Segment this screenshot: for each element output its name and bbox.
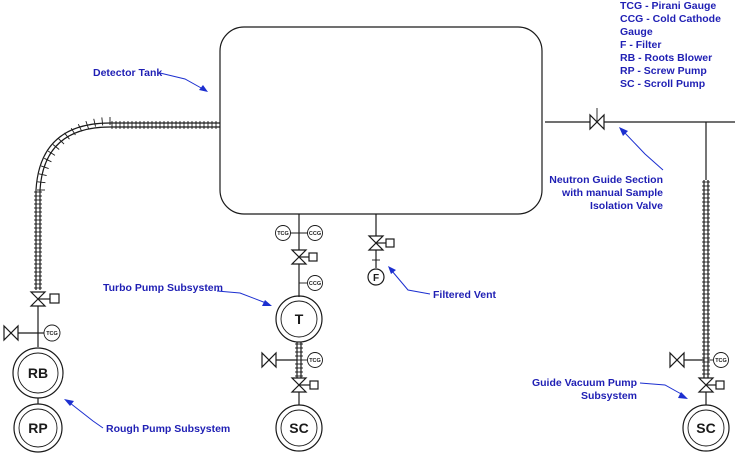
tcg-gauge-guide-label: TCG bbox=[715, 358, 727, 364]
vent-valve bbox=[367, 235, 385, 251]
screw-pump-label: RP bbox=[28, 420, 47, 436]
filtered-vent: F bbox=[367, 214, 395, 286]
turbo-pump bbox=[275, 295, 323, 343]
rough-isolation-valve bbox=[29, 291, 60, 307]
tcg-gauge-turbo-label: TCG bbox=[277, 231, 289, 237]
scroll-pump-right-label: SC bbox=[696, 420, 715, 436]
turbo-vent-valve bbox=[261, 351, 277, 369]
scroll-pump-right bbox=[682, 404, 730, 452]
legend: TCG - Pirani Gauge CCG - Cold Cathode Ga… bbox=[620, 0, 721, 90]
guide-subsystem-label-2: Subsystem bbox=[581, 390, 637, 402]
tcg-gauge-turbo bbox=[275, 225, 291, 241]
detector-tank-label: Detector Tank bbox=[93, 67, 162, 79]
guide-pump-valve bbox=[697, 377, 715, 393]
legend-item-6: SC - Scroll Pump bbox=[620, 78, 705, 90]
sample-isolation-valve bbox=[589, 113, 605, 131]
tcg-gauge-turbo-low bbox=[307, 352, 323, 368]
guide-vent-valve bbox=[669, 351, 685, 369]
leader-lines bbox=[64, 72, 688, 429]
turbo-foreline-valve bbox=[290, 377, 308, 393]
flex-hose-left bbox=[34, 117, 220, 290]
ccg-gauge-turbo bbox=[307, 275, 323, 291]
tcg-gauge-rough-label: TCG bbox=[46, 331, 58, 337]
legend-item-5: RP - Screw Pump bbox=[620, 65, 707, 77]
legend-item-1: CCG - Cold Cathode bbox=[620, 13, 721, 25]
neutron-guide-label-1: Neutron Guide Section bbox=[549, 174, 663, 186]
rough-pump-subsystem: TCG RB RP bbox=[3, 291, 64, 453]
turbo-pump-label: T bbox=[295, 311, 304, 327]
neutron-guide-label-2: with manual Sample bbox=[561, 187, 663, 199]
filter-label: F bbox=[373, 273, 379, 284]
scroll-pump-center-label: SC bbox=[289, 420, 308, 436]
detector-tank bbox=[219, 26, 543, 215]
filter bbox=[367, 268, 385, 286]
scroll-pump-center bbox=[275, 404, 323, 452]
neutron-guide-section: TCG SC bbox=[545, 108, 735, 452]
ccg-gauge-turbo-top bbox=[307, 225, 323, 241]
roots-blower-label: RB bbox=[28, 365, 48, 381]
turbo-pump-subsystem: TCG CCG CCG T TCG SC bbox=[261, 214, 323, 452]
legend-item-0: TCG - Pirani Gauge bbox=[620, 0, 716, 12]
tcg-gauge-guide bbox=[713, 352, 729, 368]
legend-item-3: F - Filter bbox=[620, 39, 661, 51]
ccg-gauge-turbo-top-label: CCG bbox=[309, 231, 321, 237]
guide-subsystem-label-1: Guide Vacuum Pump bbox=[532, 377, 637, 389]
screw-pump bbox=[13, 403, 63, 453]
turbo-subsystem-label: Turbo Pump Subsystem bbox=[103, 282, 223, 294]
rough-subsystem-label: Rough Pump Subsystem bbox=[106, 423, 230, 435]
turbo-gate-valve bbox=[290, 249, 308, 265]
tcg-gauge-rough bbox=[43, 324, 61, 342]
ccg-gauge-turbo-label: CCG bbox=[309, 281, 321, 287]
filtered-vent-label: Filtered Vent bbox=[433, 289, 497, 301]
tcg-gauge-turbo-low-label: TCG bbox=[309, 358, 321, 364]
legend-item-4: RB - Roots Blower bbox=[620, 52, 712, 64]
rough-vent-valve bbox=[3, 324, 38, 342]
legend-item-2: Gauge bbox=[620, 26, 653, 38]
neutron-guide-label-3: Isolation Valve bbox=[590, 200, 663, 212]
